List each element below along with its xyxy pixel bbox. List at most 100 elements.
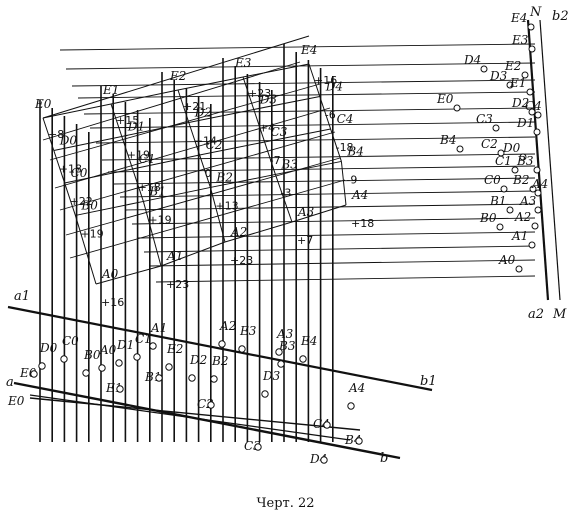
lower-point-marker: [355, 437, 363, 445]
projection-horizontal-line: [149, 259, 536, 267]
label-a1: a1: [14, 289, 30, 304]
scale-label-m: M: [552, 307, 567, 322]
scale-label-b2: b2: [552, 9, 569, 24]
grid-diagonal-line: [69, 179, 346, 259]
scale-point-marker: [515, 265, 523, 273]
grid-point-label: B4: [346, 144, 363, 158]
grid-row-line: [291, 204, 347, 223]
lower-point-marker: [115, 359, 123, 367]
lower-point-label: D1: [116, 338, 134, 352]
scale-point-marker: [496, 223, 504, 231]
grid-row-line: [160, 241, 226, 267]
lower-point-marker: [275, 348, 283, 356]
lower-point-label: B3: [278, 339, 296, 353]
scale-point-label: C1: [495, 154, 512, 168]
scale-point-marker: [511, 166, 519, 174]
elevation-value: 0: [205, 167, 212, 180]
grid-point-label: C0: [71, 166, 88, 180]
elevation-value: +4: [259, 121, 275, 134]
scale-point-marker: [497, 149, 505, 157]
lower-point-label: C1: [135, 332, 152, 346]
lower-point-label: A2: [219, 319, 236, 333]
scale-point-label: E0: [436, 92, 454, 106]
elevation-value: -9: [346, 173, 357, 186]
scale-point-marker: [531, 222, 539, 230]
grid-row-line: [42, 103, 112, 119]
grid-point-label: D1: [127, 119, 145, 133]
grid-column-line: [53, 150, 66, 184]
lower-point-marker: [155, 374, 163, 382]
grid-row-line: [121, 121, 189, 137]
lower-point-marker: [299, 355, 307, 363]
lower-point-marker: [116, 385, 124, 393]
grid-column-line: [121, 136, 134, 170]
grid-column-line: [74, 215, 97, 285]
projection-horizontal-line: [71, 79, 536, 87]
grid-point-label: E1: [102, 83, 119, 97]
elevation-value: +13: [215, 199, 238, 212]
lower-point-label: B0: [83, 348, 101, 362]
projection-horizontal-line: [77, 91, 536, 99]
grid-column-line: [264, 141, 276, 175]
line-a-b: [13, 381, 401, 460]
elevation-value: +18: [351, 217, 374, 230]
scale-point-label: C3: [476, 112, 493, 126]
scale-point-marker: [529, 185, 537, 193]
lower-point-label: E2: [166, 342, 183, 356]
grid-point-label: A3: [297, 205, 315, 219]
projection-horizontal-line: [83, 107, 536, 115]
scale-point-label: A1: [511, 229, 528, 243]
lower-point-label: E3: [239, 324, 257, 338]
scale-point-marker: [500, 185, 508, 193]
scale-point-label: B1: [489, 194, 506, 208]
grid-point-label: E3: [234, 56, 252, 70]
scale-label-a2: a2: [528, 307, 544, 322]
scale-point-marker: [453, 104, 461, 112]
grid-column-line: [319, 96, 332, 130]
scale-point-marker: [492, 124, 500, 132]
grid-point-label: B2: [215, 170, 232, 184]
projection-horizontal-line: [125, 203, 536, 211]
lower-point-marker: [210, 375, 218, 383]
scale-point-marker: [506, 81, 514, 89]
lower-point-marker: [82, 369, 90, 377]
projection-horizontal-line: [89, 121, 536, 129]
line-lower: [29, 394, 351, 441]
projection-horizontal-line: [113, 177, 536, 185]
projection-horizontal-line: [65, 62, 536, 70]
lower-point-marker: [188, 374, 196, 382]
elevation-value: +15: [116, 114, 139, 127]
projection-horizontal-line: [137, 231, 536, 239]
lower-point-marker: [38, 362, 46, 370]
lower-point-marker: [30, 370, 38, 378]
lower-point-marker: [277, 360, 285, 368]
grid-column-line: [64, 182, 76, 216]
grid-point-label: E2: [169, 69, 186, 83]
lower-point-label: E0: [7, 394, 25, 408]
lower-point-label: A0: [99, 343, 117, 357]
scale-point-label: A0: [498, 253, 516, 267]
scale-point-label: B3: [516, 154, 534, 168]
lower-point-label: A1: [150, 321, 167, 335]
scale-point-marker: [506, 206, 514, 214]
grid-point-label: D0: [59, 133, 78, 147]
scale-point-label: D2: [511, 96, 529, 110]
scale-label-n: N: [529, 5, 542, 20]
lower-point-marker: [218, 340, 226, 348]
lower-point-marker: [323, 421, 331, 429]
scale-point-marker: [534, 189, 542, 197]
scale-point-marker: [528, 108, 536, 116]
lower-point-label: D2: [189, 353, 207, 367]
elevation-value: -7: [270, 154, 281, 167]
grid-point-label: A0: [101, 267, 119, 281]
lower-point-label: A4: [348, 381, 365, 395]
scale-point-label: C2: [481, 137, 498, 151]
scale-point-marker: [533, 128, 541, 136]
label-a: a: [6, 375, 14, 390]
scale-point-label: C0: [484, 173, 501, 187]
scale-point-label: B2: [512, 173, 529, 187]
projection-horizontal-line: [155, 275, 536, 283]
scale-point-marker: [521, 71, 529, 79]
lower-point-marker: [320, 456, 328, 464]
grid-diagonal-line: [49, 83, 321, 161]
